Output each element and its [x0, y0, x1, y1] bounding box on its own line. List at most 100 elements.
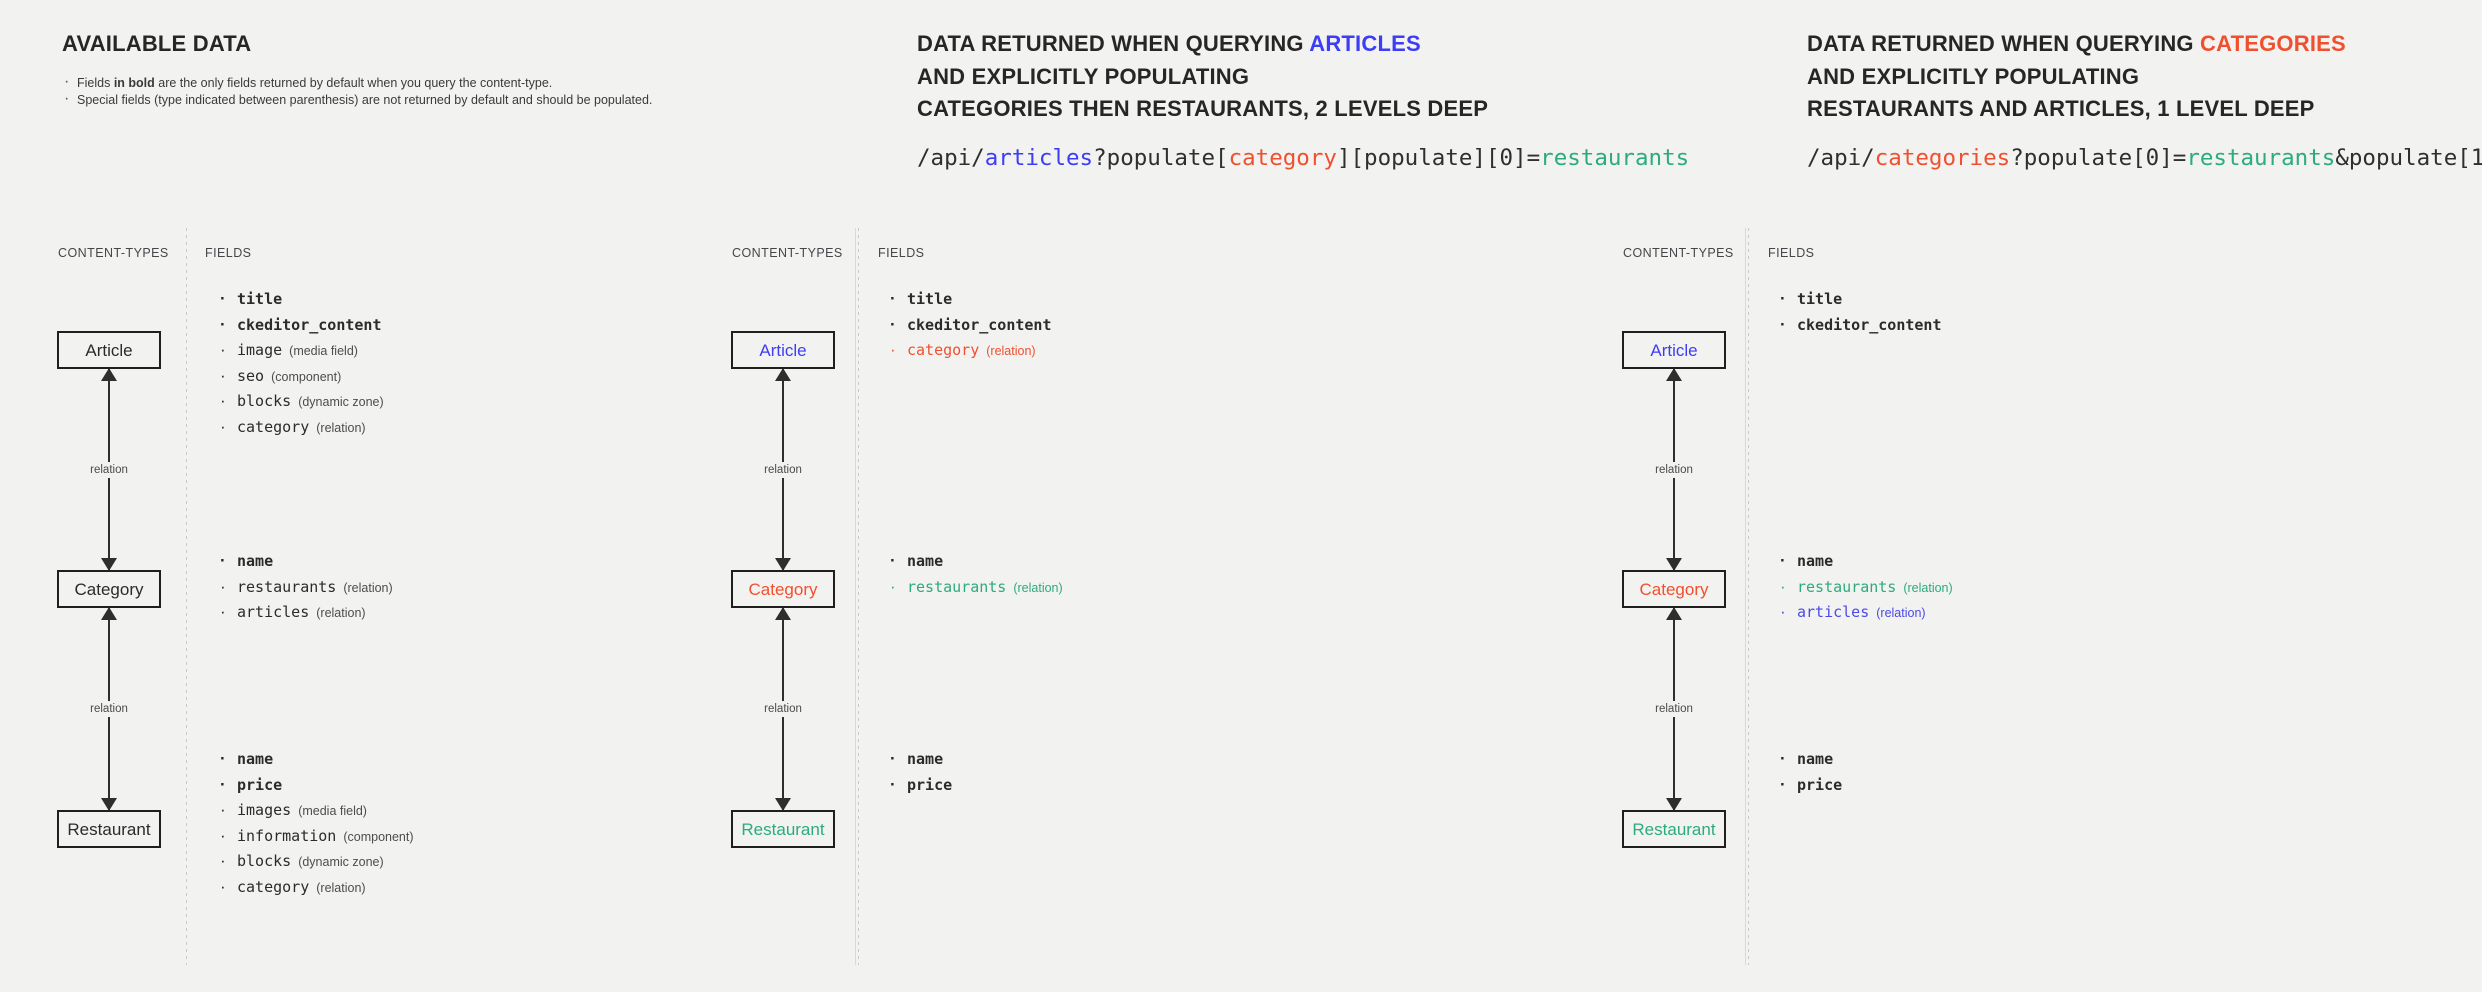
- panel-query-articles: DATA RETURNED WHEN QUERYING ARTICLES AND …: [731, 0, 1745, 992]
- field-list: titleckeditor_content: [1776, 286, 1942, 339]
- arrowhead-up-icon: [1666, 368, 1682, 381]
- column-label-content-types: CONTENT-TYPES: [58, 246, 169, 260]
- node-article: Article: [731, 331, 835, 369]
- field-list: namerestaurants(relation)articles(relati…: [1776, 548, 1953, 626]
- endpoint-segment: articles: [984, 144, 1094, 171]
- field-item: restaurants(relation): [1776, 574, 1953, 601]
- arrowhead-up-icon: [101, 368, 117, 381]
- field-item: ckeditor_content: [1776, 312, 1942, 339]
- field-item: title: [886, 286, 1052, 313]
- title-segment: AND EXPLICITLY POPULATING: [917, 63, 1250, 89]
- panel-title: AVAILABLE DATA: [62, 28, 862, 61]
- field-item: title: [216, 286, 384, 313]
- node-restaurant: Restaurant: [1622, 810, 1726, 848]
- field-item: price: [886, 772, 952, 799]
- field-item: name: [886, 746, 952, 773]
- field-item: price: [1776, 772, 1842, 799]
- field-type: (dynamic zone): [298, 395, 384, 409]
- panel-title-line: AND EXPLICITLY POPULATING: [1807, 61, 2482, 94]
- panel-available-data: AVAILABLE DATAFields in bold are the onl…: [0, 0, 855, 992]
- panel-title-line: RESTAURANTS AND ARTICLES, 1 LEVEL DEEP: [1807, 93, 2482, 126]
- field-item: restaurants(relation): [216, 574, 393, 601]
- field-item: articles(relation): [216, 599, 393, 626]
- field-list: namepriceimages(media field)information(…: [216, 746, 414, 900]
- arrowhead-down-icon: [1666, 798, 1682, 811]
- field-item: name: [1776, 548, 1953, 575]
- endpoint-segment: categories: [1874, 144, 2011, 171]
- relation-label: relation: [759, 701, 807, 717]
- panel-title-line: AND EXPLICITLY POPULATING: [917, 61, 1717, 94]
- field-type: (relation): [316, 880, 366, 895]
- node-article: Article: [57, 331, 161, 369]
- field-item: category(relation): [216, 414, 384, 441]
- field-item: price: [216, 772, 414, 799]
- title-segment: CATEGORIES: [2200, 31, 2346, 56]
- node-article: Article: [1622, 331, 1726, 369]
- arrowhead-up-icon: [1666, 607, 1682, 620]
- column-label-content-types: CONTENT-TYPES: [1623, 246, 1734, 260]
- field-type: (media field): [298, 804, 367, 818]
- field-list: nameprice: [1776, 746, 1842, 799]
- field-type: (relation): [316, 420, 366, 435]
- relation-label: relation: [1650, 701, 1698, 717]
- field-item: ckeditor_content: [886, 312, 1052, 339]
- field-item: restaurants(relation): [886, 574, 1063, 601]
- arrowhead-down-icon: [775, 798, 791, 811]
- legend-note: Special fields (type indicated between p…: [62, 90, 862, 109]
- legend-note: Fields in bold are the only fields retur…: [62, 73, 862, 92]
- title-segment: DATA RETURNED WHEN QUERYING: [1807, 31, 2201, 56]
- title-segment: AVAILABLE DATA: [62, 31, 252, 56]
- endpoint-segment: ][populate][0]=: [1336, 144, 1541, 171]
- node-category: Category: [1622, 570, 1726, 608]
- arrowhead-down-icon: [775, 558, 791, 571]
- field-item: blocks(dynamic zone): [216, 848, 414, 875]
- field-item: seo(component): [216, 363, 384, 390]
- column-dotted-divider: [186, 228, 187, 965]
- title-segment: DATA RETURNED WHEN QUERYING: [917, 31, 1310, 56]
- node-category: Category: [731, 570, 835, 608]
- panel-divider: [855, 228, 856, 965]
- field-list: nameprice: [886, 746, 952, 799]
- panel-title-line: CATEGORIES THEN RESTAURANTS, 2 LEVELS DE…: [917, 93, 1717, 126]
- note-emphasis: in bold: [113, 75, 155, 90]
- title-segment: RESTAURANTS AND ARTICLES, 1 LEVEL DEEP: [1807, 96, 2315, 121]
- arrowhead-up-icon: [775, 368, 791, 381]
- endpoint-segment: ?populate[0]=: [2010, 144, 2187, 171]
- column-label-fields: FIELDS: [1768, 246, 1815, 260]
- column-label-fields: FIELDS: [878, 246, 925, 260]
- legend-notes: Fields in bold are the only fields retur…: [62, 73, 862, 109]
- field-type: (component): [271, 369, 342, 384]
- field-item: articles(relation): [1776, 599, 1953, 626]
- panel-title: DATA RETURNED WHEN QUERYING CATEGORIES: [1807, 28, 2482, 61]
- arrowhead-down-icon: [1666, 558, 1682, 571]
- api-endpoint: /api/articles?populate[category][populat…: [917, 144, 1717, 172]
- field-type: (relation): [343, 580, 393, 595]
- arrowhead-up-icon: [101, 607, 117, 620]
- node-restaurant: Restaurant: [57, 810, 161, 848]
- field-type: (relation): [1903, 580, 1953, 595]
- field-type: (media field): [289, 344, 358, 358]
- api-endpoint: /api/categories?populate[0]=restaurants&…: [1807, 144, 2482, 172]
- endpoint-segment: &populate[1]=: [2335, 144, 2482, 171]
- endpoint-segment: restaurants: [1540, 144, 1690, 171]
- panel-header: AVAILABLE DATA Fields in bold are the onl…: [62, 28, 862, 109]
- node-restaurant: Restaurant: [731, 810, 835, 848]
- title-segment: ARTICLES: [1309, 31, 1421, 56]
- column-dotted-divider: [858, 228, 859, 965]
- column-label-fields: FIELDS: [205, 246, 252, 260]
- node-category: Category: [57, 570, 161, 608]
- field-type: (relation): [1876, 606, 1926, 620]
- field-type: (dynamic zone): [298, 855, 384, 869]
- field-item: name: [886, 548, 1063, 575]
- field-type: (relation): [316, 606, 366, 620]
- arrowhead-down-icon: [101, 558, 117, 571]
- field-item: information(component): [216, 823, 414, 850]
- relation-label: relation: [85, 461, 133, 478]
- field-item: images(media field): [216, 797, 414, 824]
- field-type: (relation): [986, 344, 1036, 358]
- arrowhead-up-icon: [775, 607, 791, 620]
- field-item: name: [1776, 746, 1842, 773]
- field-item: name: [216, 548, 393, 575]
